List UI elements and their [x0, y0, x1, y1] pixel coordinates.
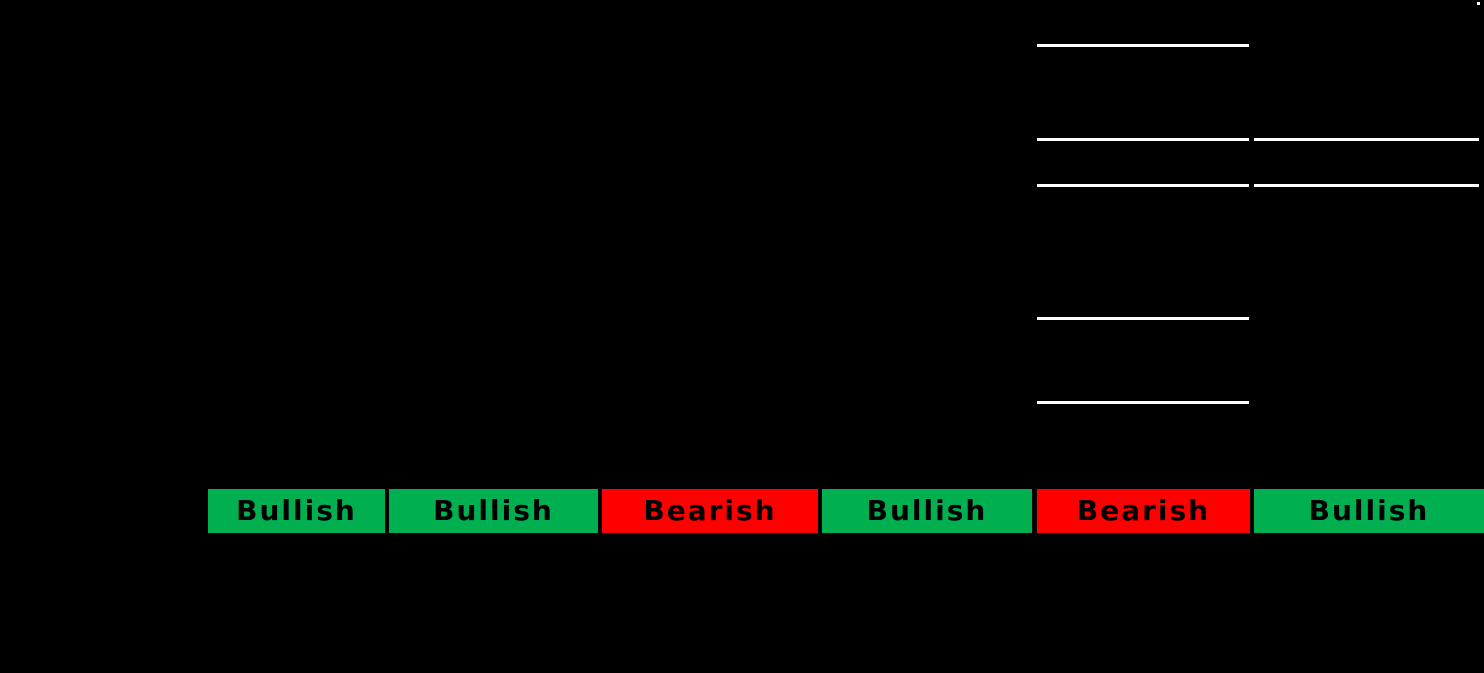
signal-cell-label: Bullish	[1308, 494, 1430, 527]
cell-border-line	[1037, 317, 1249, 320]
signal-cell-label: Bullish	[433, 494, 554, 527]
cell-border-line	[1037, 401, 1249, 404]
signal-cell[interactable]: Bearish	[1037, 489, 1250, 533]
signal-cell[interactable]: Bullish	[208, 489, 385, 533]
signal-cell-label: Bearish	[643, 494, 777, 527]
signal-cell-label: Bullish	[866, 494, 988, 527]
signal-cell[interactable]: Bearish	[602, 489, 818, 533]
cell-border-line	[1037, 184, 1249, 187]
cell-border-line	[1254, 184, 1479, 187]
border-fragment	[1477, 2, 1480, 5]
cell-border-line	[1254, 138, 1479, 141]
signal-cell[interactable]: Bullish	[389, 489, 598, 533]
signal-cell[interactable]: Bullish	[1254, 489, 1484, 533]
signal-cell-label: Bearish	[1076, 494, 1211, 527]
cell-border-line	[1037, 44, 1249, 47]
cell-border-line	[1037, 138, 1249, 141]
signal-cell-label: Bullish	[236, 494, 357, 527]
signal-cell[interactable]: Bullish	[822, 489, 1032, 533]
